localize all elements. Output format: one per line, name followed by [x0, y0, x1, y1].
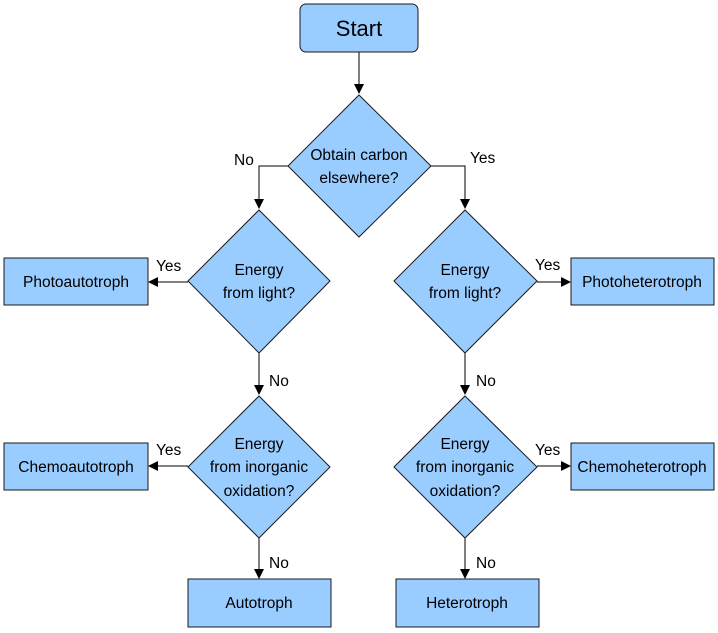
arrowhead [460, 569, 470, 579]
arrowhead [354, 84, 364, 94]
arrowhead [561, 461, 571, 471]
arrowhead [148, 277, 158, 287]
decision-inorganic-left-line2: from inorganic [210, 459, 308, 476]
label-carbon-no: No [234, 152, 254, 169]
arrowhead [254, 385, 264, 395]
edge-labels: No Yes Yes No Yes No Yes No Yes No [156, 150, 561, 572]
decision-obtain-carbon-line1: Obtain carbon [310, 147, 407, 164]
result-autotroph-text: Autotroph [225, 595, 292, 612]
decision-light-left-line2: from light? [223, 285, 296, 302]
decision-obtain-carbon-line2: elsewhere? [319, 170, 399, 187]
decision-inorganic-right-line3: oxidation? [430, 483, 501, 500]
decision-inorganic-left-line3: oxidation? [224, 483, 295, 500]
decision-light-right-line2: from light? [429, 285, 502, 302]
label-inorganic-right-yes: Yes [535, 442, 561, 459]
result-photoautotroph-text: Photoautotroph [23, 274, 129, 291]
decision-light-left: Energy from light? [187, 209, 331, 354]
decision-inorganic-left: Energy from inorganic oxidation? [187, 395, 331, 539]
label-inorganic-right-no: No [476, 555, 496, 572]
result-chemoautotroph-text: Chemoautotroph [18, 459, 133, 476]
result-chemoautotroph: Chemoautotroph [3, 442, 149, 491]
label-light-right-yes: Yes [535, 257, 561, 274]
decision-inorganic-right: Energy from inorganic oxidation? [393, 395, 538, 539]
label-inorganic-left-yes: Yes [156, 442, 182, 459]
arrowhead [148, 461, 158, 471]
arrowhead [561, 277, 571, 287]
edge-carbon-no [258, 165, 288, 199]
label-light-left-yes: Yes [156, 258, 182, 275]
decision-inorganic-right-line2: from inorganic [416, 459, 514, 476]
result-autotroph: Autotroph [187, 578, 332, 628]
decision-inorganic-right-line1: Energy [440, 436, 489, 453]
edge-carbon-yes [430, 165, 466, 199]
result-photoheterotroph: Photoheterotroph [570, 257, 715, 306]
result-photoheterotroph-text: Photoheterotroph [582, 274, 702, 291]
connectors [148, 52, 571, 579]
node-start: Start [299, 3, 419, 53]
label-inorganic-left-no: No [269, 555, 289, 572]
decision-light-right: Energy from light? [393, 209, 538, 354]
label-carbon-yes: Yes [470, 150, 496, 167]
arrowhead [254, 569, 264, 579]
arrowhead [460, 385, 470, 395]
result-chemoheterotroph-text: Chemoheterotroph [577, 459, 706, 476]
decision-obtain-carbon: Obtain carbon elsewhere? [287, 94, 432, 238]
arrowhead [460, 199, 470, 209]
decision-inorganic-left-line1: Energy [234, 436, 283, 453]
result-photoautotroph: Photoautotroph [3, 257, 149, 306]
label-light-right-no: No [476, 373, 496, 390]
label-light-left-no: No [269, 373, 289, 390]
node-start-text: Start [336, 16, 382, 41]
result-heterotroph-text: Heterotroph [426, 595, 508, 612]
result-heterotroph: Heterotroph [395, 578, 540, 628]
decision-light-right-line1: Energy [440, 262, 489, 279]
decision-light-left-line1: Energy [234, 262, 283, 279]
result-chemoheterotroph: Chemoheterotroph [570, 442, 715, 491]
arrowhead [254, 199, 264, 209]
